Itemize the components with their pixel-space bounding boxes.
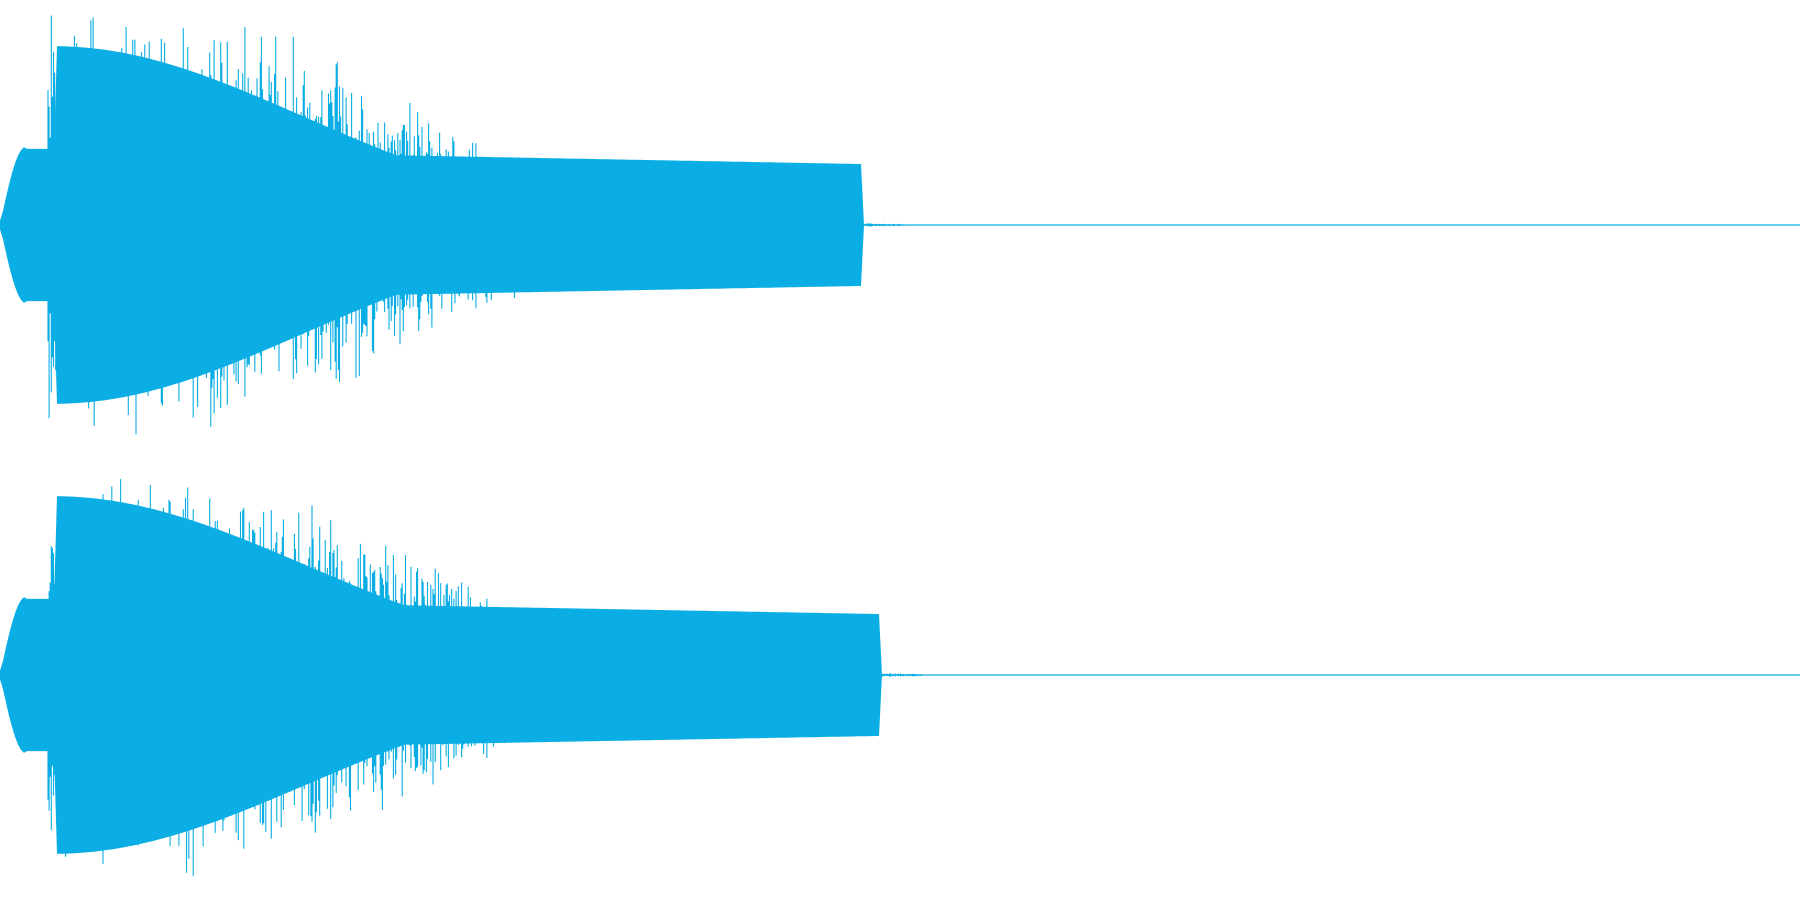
waveform-channel-right xyxy=(0,479,1800,877)
waveform-transients xyxy=(47,15,905,435)
waveform-channel-left xyxy=(0,15,1800,435)
waveform-transients xyxy=(47,479,922,877)
